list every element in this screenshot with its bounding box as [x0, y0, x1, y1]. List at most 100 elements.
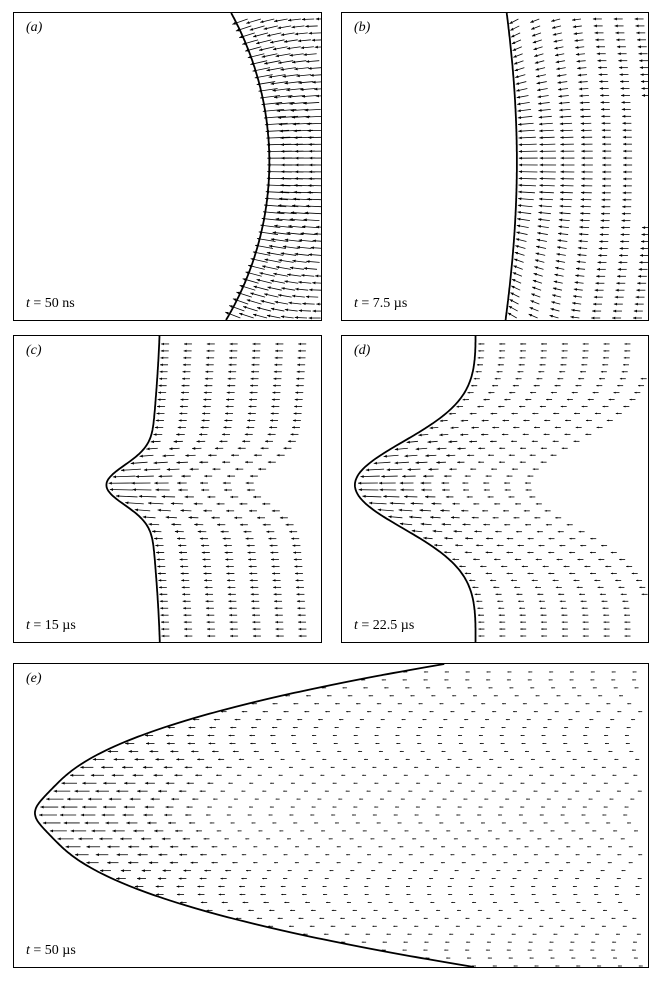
velocity-arrow — [336, 846, 341, 848]
velocity-arrow — [135, 475, 154, 478]
velocity-arrow — [617, 965, 622, 967]
velocity-arrow — [419, 508, 432, 512]
velocity-arrow — [395, 782, 400, 784]
velocity-arrow — [502, 509, 509, 512]
velocity-arrow — [465, 917, 470, 919]
velocity-arrow — [580, 370, 586, 373]
velocity-arrow — [133, 829, 145, 833]
velocity-arrow — [352, 814, 357, 816]
velocity-arrow — [618, 66, 628, 70]
velocity-arrow — [580, 128, 592, 132]
velocity-arrow — [442, 798, 447, 800]
velocity-arrow — [121, 468, 141, 472]
velocity-arrow — [632, 679, 637, 681]
velocity-arrow — [560, 142, 574, 146]
velocity-arrow — [438, 742, 443, 745]
velocity-arrow — [615, 31, 625, 35]
velocity-arrow — [520, 734, 525, 737]
velocity-arrow — [616, 38, 626, 42]
velocity-arrow — [426, 885, 431, 888]
velocity-arrow — [622, 600, 629, 603]
velocity-arrow — [566, 523, 573, 526]
velocity-arrow — [517, 115, 533, 119]
velocity-arrow — [279, 129, 301, 133]
velocity-arrow — [260, 893, 266, 896]
velocity-arrow — [155, 544, 164, 547]
velocity-arrow — [515, 238, 527, 242]
velocity-arrow — [224, 551, 233, 554]
velocity-arrow — [259, 758, 265, 761]
velocity-arrow — [157, 877, 167, 880]
velocity-arrow — [95, 789, 109, 793]
velocity-arrow — [532, 933, 537, 935]
velocity-arrow — [467, 391, 474, 394]
velocity-arrow — [138, 494, 157, 498]
velocity-arrow — [590, 537, 597, 540]
velocity-arrow — [518, 190, 535, 194]
velocity-arrow — [562, 734, 567, 737]
velocity-arrow — [616, 281, 626, 285]
velocity-arrow — [155, 419, 164, 422]
velocity-arrow — [446, 687, 451, 689]
velocity-arrow — [315, 17, 321, 21]
velocity-arrow — [578, 80, 588, 84]
velocity-arrow — [279, 830, 284, 832]
velocity-arrow — [246, 426, 255, 429]
velocity-arrow — [640, 247, 648, 250]
velocity-arrow — [216, 774, 222, 777]
velocity-arrow — [600, 226, 610, 230]
velocity-arrow — [609, 798, 614, 800]
velocity-arrow — [559, 115, 572, 119]
velocity-arrow — [312, 734, 317, 737]
velocity-arrow — [578, 377, 585, 380]
velocity-arrow — [184, 634, 193, 638]
velocity-arrow — [379, 488, 397, 492]
velocity-arrow — [312, 80, 321, 84]
velocity-arrow — [490, 440, 497, 443]
velocity-arrow — [598, 695, 603, 697]
velocity-arrow — [545, 750, 550, 753]
velocity-arrow — [271, 742, 276, 745]
velocity-arrow — [366, 790, 371, 792]
velocity-arrow — [295, 579, 304, 582]
velocity-arrow — [153, 433, 163, 436]
velocity-arrow — [297, 39, 311, 43]
velocity-arrow — [212, 467, 221, 471]
velocity-arrow — [639, 254, 648, 257]
velocity-arrow — [263, 115, 287, 120]
velocity-arrow — [252, 32, 269, 38]
velocity-arrow — [159, 600, 168, 603]
velocity-arrow — [602, 405, 609, 408]
velocity-arrow — [204, 377, 213, 380]
velocity-arrow — [634, 391, 641, 394]
velocity-arrow — [158, 474, 173, 478]
velocity-arrow — [559, 122, 573, 126]
velocity-arrow — [455, 766, 460, 768]
velocity-arrow — [450, 854, 455, 856]
velocity-arrow — [107, 845, 120, 849]
velocity-arrow — [450, 516, 460, 519]
velocity-arrow — [274, 606, 283, 610]
velocity-arrow — [155, 885, 164, 888]
velocity-arrow — [569, 949, 574, 951]
velocity-arrow — [515, 377, 522, 380]
velocity-arrow — [619, 558, 626, 561]
velocity-arrow — [293, 702, 299, 705]
velocity-arrow — [416, 734, 421, 737]
velocity-arrow — [112, 829, 125, 833]
velocity-arrow — [286, 88, 303, 92]
velocity-arrow — [289, 102, 307, 106]
velocity-arrow — [287, 838, 291, 840]
velocity-arrow — [161, 495, 176, 499]
velocity-arrow — [322, 893, 328, 896]
velocity-arrow — [596, 711, 601, 713]
velocity-arrow — [443, 719, 448, 721]
velocity-arrow — [580, 115, 591, 119]
velocity-arrow — [529, 496, 536, 498]
velocity-arrow — [178, 488, 188, 492]
velocity-arrow — [467, 957, 472, 959]
velocity-arrow — [580, 544, 587, 547]
velocity-arrow — [214, 447, 224, 450]
velocity-arrow — [105, 821, 119, 825]
velocity-arrow — [641, 94, 648, 97]
